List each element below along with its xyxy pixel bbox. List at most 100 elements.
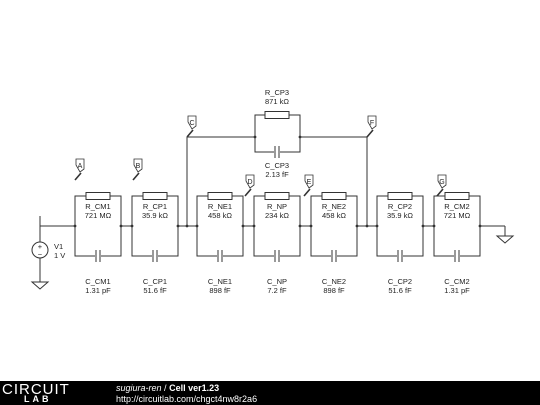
junction-dot	[432, 224, 436, 228]
junction-dot	[241, 224, 245, 228]
probe-stem	[244, 188, 252, 197]
capacitor-gap	[95, 250, 101, 262]
logo-bottom-text: LAB	[24, 394, 52, 404]
resistor-value: 721 MΩ	[444, 211, 471, 220]
source-minus-sign: −	[38, 250, 43, 259]
resistor-name: R_CM2	[444, 202, 469, 211]
bypass-capacitor-value: 2.13 fF	[265, 170, 289, 179]
capacitor-name: C_CP1	[143, 277, 167, 286]
probe-g[interactable]: G	[436, 174, 447, 197]
capacitor[interactable]	[454, 250, 460, 262]
source-plus-sign: +	[38, 242, 43, 251]
resistor-body	[85, 192, 111, 200]
junction-dot	[375, 224, 379, 228]
resistor-body	[387, 192, 413, 200]
probe-label: G	[439, 179, 444, 186]
capacitor[interactable]	[274, 146, 280, 158]
probe-stem	[132, 172, 140, 181]
probe-c[interactable]: C	[186, 115, 197, 138]
author-link[interactable]: sugiura-ren	[116, 383, 162, 393]
bypass-resistor-name: R_CP3	[265, 88, 289, 97]
logo-top-text: CIRCUIT	[2, 381, 70, 398]
junction-dot	[298, 224, 302, 228]
capacitor-name: C_CM2	[444, 277, 469, 286]
title-separator: /	[164, 383, 167, 393]
resistor[interactable]	[444, 192, 470, 200]
resistor-value: 35.9 kΩ	[387, 211, 413, 220]
capacitor-name: C_CM1	[85, 277, 110, 286]
resistor[interactable]	[207, 192, 233, 200]
resistor-value: 35.9 kΩ	[142, 211, 168, 220]
capacitor-value: 51.6 fF	[388, 286, 412, 295]
probe-a[interactable]: A	[74, 158, 85, 181]
resistor[interactable]	[387, 192, 413, 200]
circuit-title: Cell ver1.23	[169, 383, 220, 393]
probe-label: C	[189, 120, 194, 127]
resistor-body	[207, 192, 233, 200]
probe-stem	[74, 172, 82, 181]
ground-symbol	[30, 281, 50, 290]
voltage-source[interactable]: +−	[31, 241, 49, 259]
capacitor-name: C_NP	[267, 277, 287, 286]
bypass-capacitor-name: C_CP3	[265, 161, 289, 170]
probe-b[interactable]: B	[132, 158, 143, 181]
resistor-body	[264, 192, 290, 200]
capacitor[interactable]	[331, 250, 337, 262]
capacitor[interactable]	[397, 250, 403, 262]
junction-dot	[478, 224, 482, 228]
circuitlab-logo[interactable]: CIRCUIT LAB	[2, 381, 94, 404]
capacitor[interactable]	[95, 250, 101, 262]
resistor[interactable]	[264, 192, 290, 200]
probe-label: B	[136, 163, 141, 170]
junction-dot	[309, 224, 313, 228]
capacitor-gap	[397, 250, 403, 262]
junction-dot	[119, 224, 123, 228]
probe-label: A	[78, 163, 83, 170]
source-name: V1	[54, 242, 63, 251]
probe-stem	[366, 129, 374, 138]
probe-e[interactable]: E	[303, 174, 314, 197]
junction-dot	[421, 224, 425, 228]
probe-flag	[245, 174, 255, 189]
resistor-name: R_NP	[267, 202, 287, 211]
capacitor-gap	[152, 250, 158, 262]
junction-dot	[365, 224, 369, 228]
probe-flag	[187, 115, 197, 130]
resistor[interactable]	[264, 111, 290, 119]
probe-label: F	[370, 120, 374, 127]
probe-stem	[186, 129, 194, 138]
resistor-name: R_CP1	[143, 202, 167, 211]
source-circle	[31, 241, 49, 259]
probe-flag	[437, 174, 447, 189]
resistor[interactable]	[85, 192, 111, 200]
probe-label: D	[247, 179, 252, 186]
probe-flag	[133, 158, 143, 173]
resistor-name: R_CP2	[388, 202, 412, 211]
probe-d[interactable]: D	[244, 174, 255, 197]
source-value: 1 V	[54, 251, 65, 260]
resistor-value: 458 kΩ	[208, 211, 232, 220]
resistor-name: R_NE2	[322, 202, 346, 211]
capacitor-value: 7.2 fF	[267, 286, 287, 295]
probe-f[interactable]: F	[366, 115, 377, 138]
bypass-resistor-value: 871 kΩ	[265, 97, 289, 106]
capacitor[interactable]	[217, 250, 223, 262]
resistor[interactable]	[142, 192, 168, 200]
capacitor-gap	[454, 250, 460, 262]
resistor[interactable]	[321, 192, 347, 200]
junction-dot	[185, 224, 189, 228]
capacitor-name: C_NE2	[322, 277, 346, 286]
capacitor-value: 898 fF	[209, 286, 231, 295]
resistor-body	[444, 192, 470, 200]
capacitor-value: 51.6 fF	[143, 286, 167, 295]
junction-dot	[195, 224, 199, 228]
capacitor[interactable]	[274, 250, 280, 262]
junction-dot	[130, 224, 134, 228]
circuit-url[interactable]: http://circuitlab.com/chgct4nw8r2a6	[116, 394, 258, 404]
source-wire	[39, 225, 75, 236]
capacitor-name: C_CP2	[388, 277, 412, 286]
capacitor[interactable]	[152, 250, 158, 262]
capacitor-value: 1.31 pF	[85, 286, 111, 295]
